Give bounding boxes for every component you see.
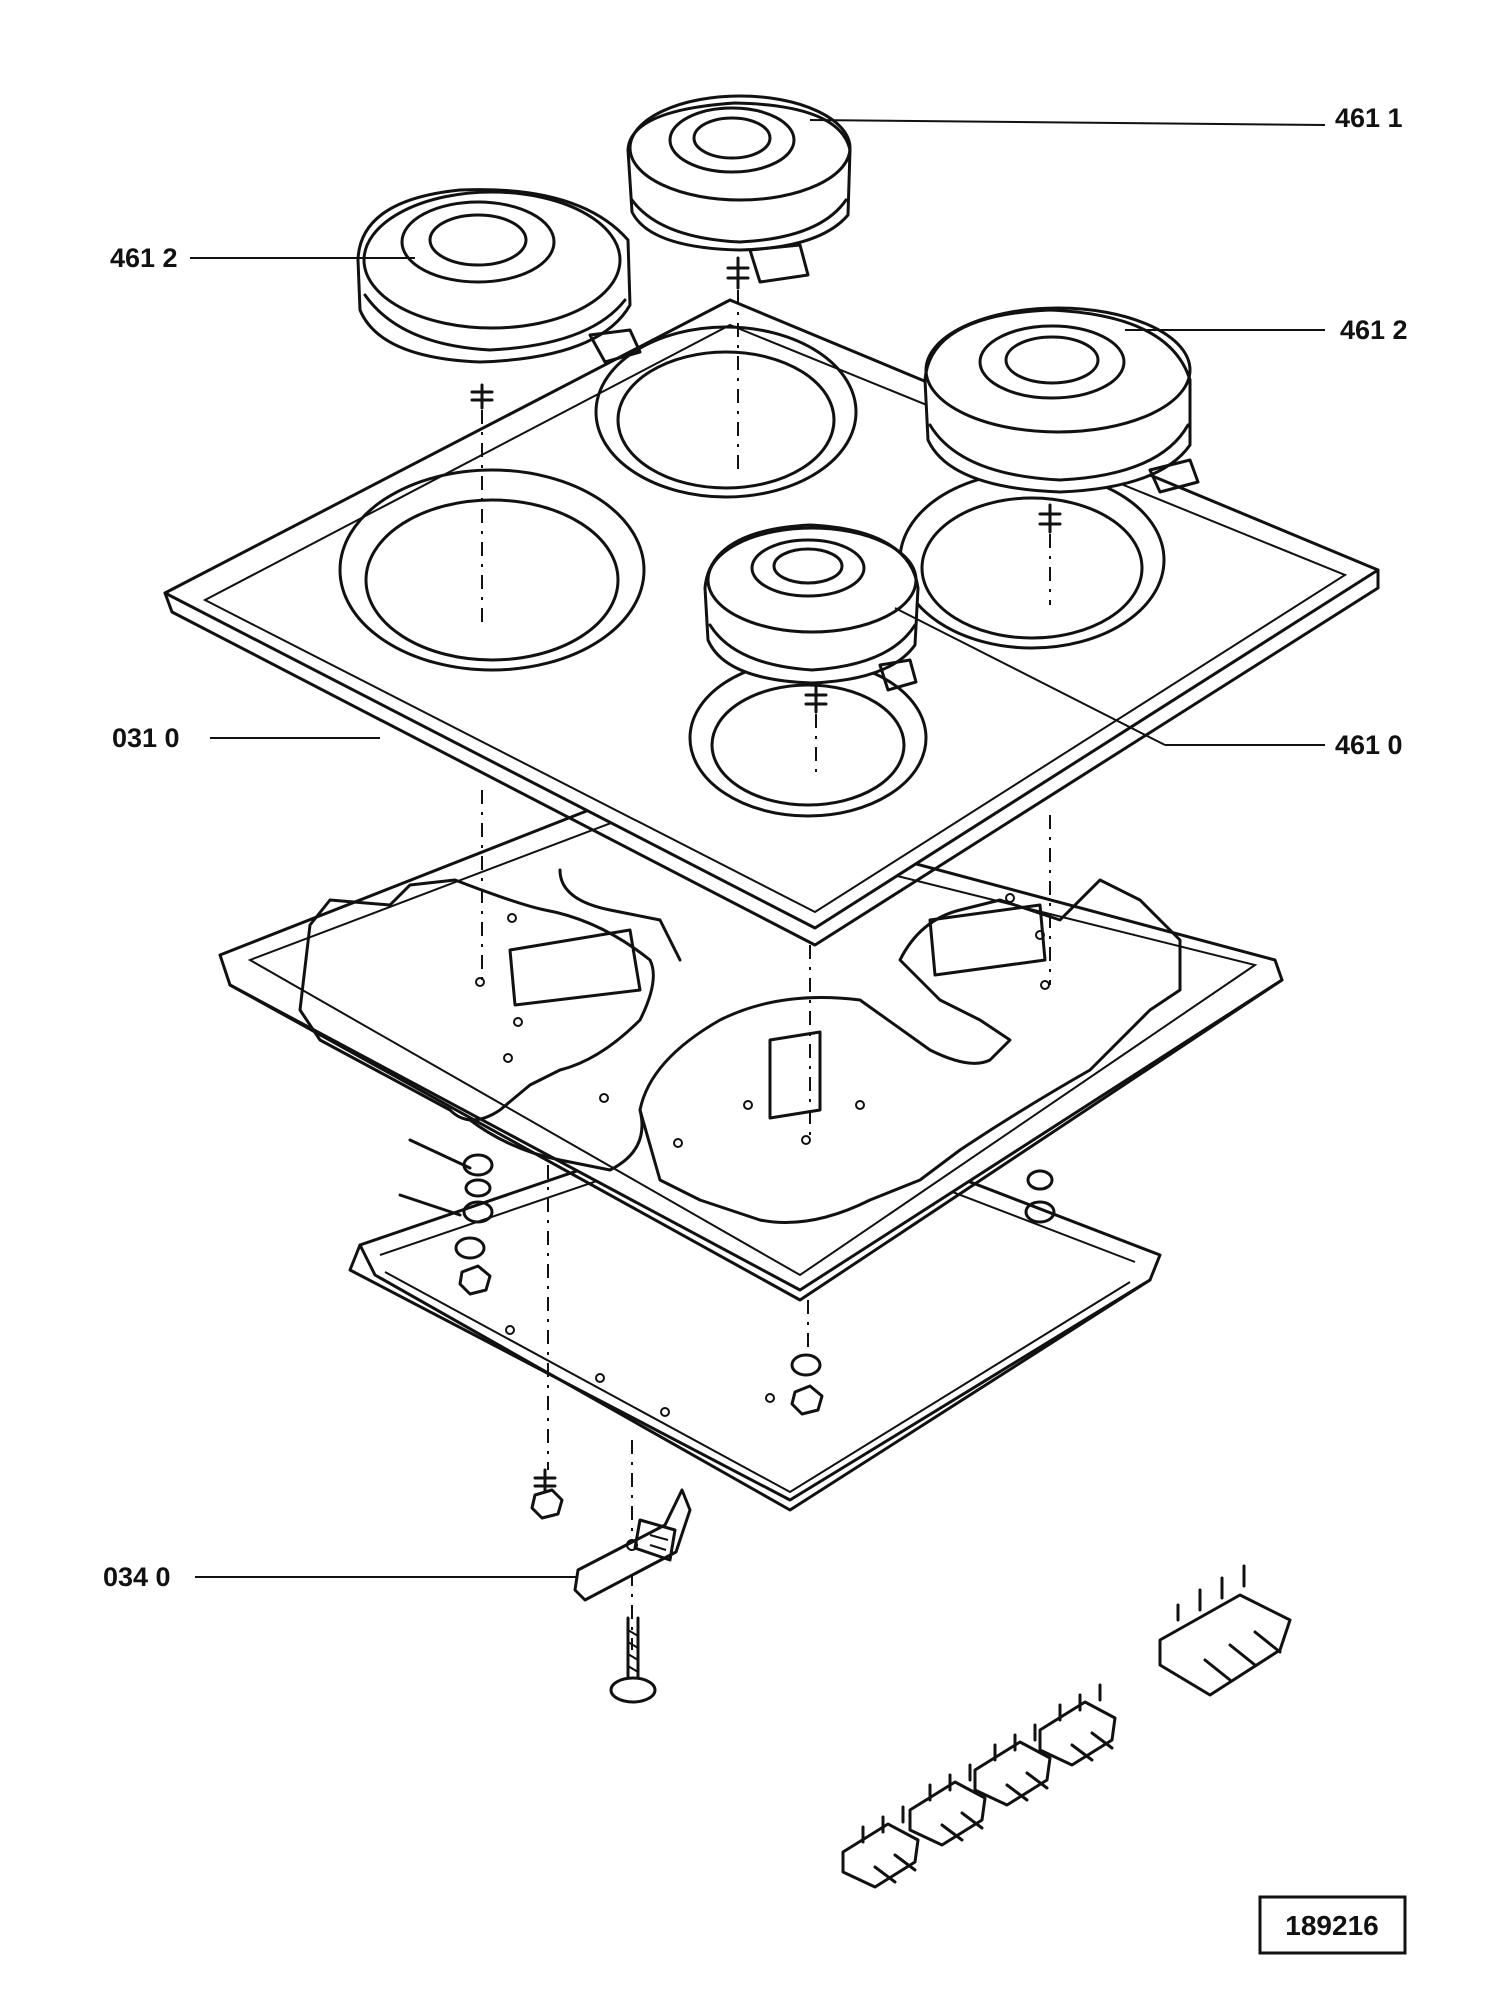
fixing-bracket [573,1488,692,1602]
terminal-block-1 [841,1805,920,1889]
leader-lines [190,119,1326,1578]
callout-burner-right: 461 2 [1340,315,1408,345]
burner-front [703,523,920,780]
burner-well-rear [594,325,858,499]
support-frame [218,788,1284,1302]
terminal-block-large [1158,1564,1292,1697]
drawing-number: 189216 [1285,1910,1378,1941]
callout-burner-rear: 461 1 [1335,103,1403,133]
burner-left [356,188,642,625]
terminal-block-4 [1038,1683,1117,1767]
drawing-number-box: 189216 [1258,1895,1407,1955]
screw [609,1616,657,1704]
callout-fixing-bracket: 034 0 [103,1562,171,1592]
callout-burner-left: 461 2 [110,243,178,273]
burner-rear [626,94,852,470]
burner-well-left [338,468,646,672]
callout-burner-front: 461 0 [1335,730,1403,760]
fasteners [398,1138,1056,1520]
terminal-block-3 [973,1723,1052,1807]
burner-right [923,306,1200,605]
terminal-block-2 [908,1763,987,1847]
callout-hob-plate: 031 0 [112,723,180,753]
